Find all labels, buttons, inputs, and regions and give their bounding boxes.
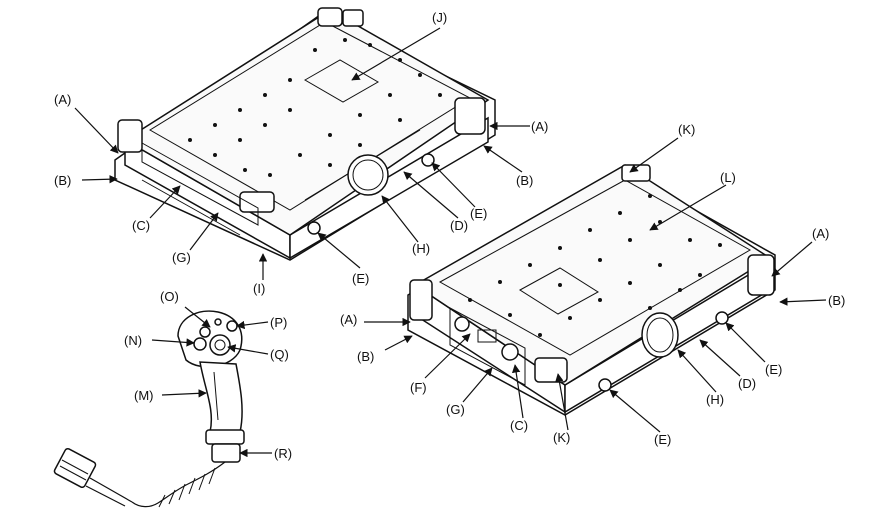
callout-b: (B)	[516, 173, 533, 188]
callout-g: (G)	[446, 402, 465, 417]
callout-q: (Q)	[270, 347, 289, 362]
callout-b: (B)	[54, 173, 71, 188]
callout-j: (J)	[432, 10, 447, 25]
callout-a: (A)	[812, 226, 829, 241]
callout-e: (E)	[470, 206, 487, 221]
leader-lines	[74, 27, 827, 458]
callout-e: (E)	[765, 362, 782, 377]
callout-n: (N)	[124, 333, 142, 348]
callout-labels: (A) (B) (C) (G) (I) (E) (H) (D) (E) (B) …	[54, 10, 845, 461]
callout-c: (C)	[510, 418, 528, 433]
callout-h: (H)	[412, 241, 430, 256]
callout-c: (C)	[132, 218, 150, 233]
joystick-controller	[53, 310, 245, 508]
callout-b: (B)	[828, 293, 845, 308]
callout-l: (L)	[720, 170, 736, 185]
callout-o: (O)	[160, 289, 179, 304]
callout-a: (A)	[340, 312, 357, 327]
hatch-j	[303, 59, 380, 103]
callout-e: (E)	[352, 271, 369, 286]
top-plate-left	[123, 9, 490, 236]
callout-a: (A)	[54, 92, 71, 107]
callout-b: (B)	[357, 349, 374, 364]
callout-g: (G)	[172, 250, 191, 265]
callout-a: (A)	[531, 119, 548, 134]
unit-left	[114, 7, 496, 261]
callout-m: (M)	[134, 388, 154, 403]
callout-i: (I)	[253, 281, 265, 296]
callout-d: (D)	[738, 376, 756, 391]
callout-h: (H)	[706, 392, 724, 407]
callout-e: (E)	[654, 432, 671, 447]
round-cover-left	[347, 154, 389, 196]
round-cover-right	[641, 312, 679, 358]
callout-p: (P)	[270, 315, 287, 330]
callout-r: (R)	[274, 446, 292, 461]
callout-k: (K)	[553, 430, 570, 445]
callout-k: (K)	[678, 122, 695, 137]
callout-f: (F)	[410, 380, 427, 395]
bolt-pattern-right	[468, 194, 722, 337]
callout-d: (D)	[450, 218, 468, 233]
unit-right	[407, 164, 776, 416]
bolt-pattern-left	[188, 38, 442, 177]
